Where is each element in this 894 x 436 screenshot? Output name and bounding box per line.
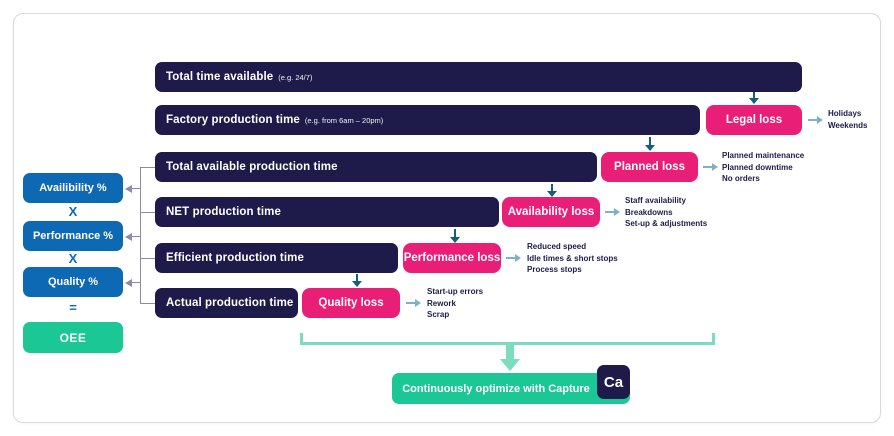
operator-multiply: X — [68, 204, 78, 219]
bracket-connector — [140, 258, 141, 303]
planned-loss-box: Planned loss — [601, 152, 698, 182]
annotation-line: Planned maintenance — [722, 151, 805, 160]
mint-down-arrow-icon — [506, 342, 514, 359]
annotation-planned-loss: Planned maintenance Planned downtime No … — [722, 150, 804, 185]
annotation-line: Weekends — [828, 120, 868, 130]
annotation-performance-loss: Reduced speed Idle times & short stops P… — [527, 241, 618, 276]
annotation-line: Process stops — [527, 265, 582, 274]
bar-note: (e.g. 24/7) — [278, 72, 313, 82]
operator-multiply: X — [68, 251, 78, 266]
down-arrow-icon — [351, 274, 363, 287]
down-arrow-icon — [644, 137, 656, 151]
annotation-line: Idle times & short stops — [527, 253, 618, 263]
left-arrow-icon — [125, 185, 132, 193]
down-arrow-icon — [546, 184, 558, 197]
bar-label: Total available production time — [166, 161, 338, 173]
bar-label: Factory production time — [166, 114, 300, 126]
bar-label: Efficient production time — [166, 252, 304, 264]
capture-cta-button[interactable]: Continuously optimize with Capture — [392, 373, 630, 404]
annotation-line: Breakdowns — [625, 207, 673, 217]
performance-loss-box: Performance loss — [403, 243, 501, 273]
left-arrow-icon — [125, 279, 132, 287]
bracket-connector — [132, 188, 140, 189]
bracket-connector — [132, 236, 140, 237]
bar-total-available-production-time: Total available production time — [155, 152, 597, 182]
bracket-connector — [140, 303, 155, 304]
availability-percent-box: Availibility % — [23, 173, 123, 203]
availability-loss-box: Availability loss — [502, 197, 600, 227]
bracket-connector — [132, 282, 140, 283]
annotation-line: Planned downtime — [722, 162, 793, 172]
oee-box: OEE — [23, 322, 123, 353]
mint-down-arrow-icon — [500, 359, 520, 371]
quality-percent-box: Quality % — [23, 267, 123, 297]
bar-label: Actual production time — [166, 297, 294, 309]
mint-bracket — [300, 333, 303, 345]
down-arrow-icon — [748, 92, 760, 104]
quality-loss-box: Quality loss — [302, 288, 400, 318]
bar-actual-production-time: Actual production time — [155, 288, 298, 318]
bracket-connector — [140, 167, 155, 168]
bar-total-time-available: Total time available (e.g. 24/7) — [155, 62, 802, 92]
performance-percent-box: Performance % — [23, 221, 123, 251]
annotation-quality-loss: Start-up errors Rework Scrap — [427, 286, 483, 321]
annotation-availability-loss: Staff availability Breakdowns Set-up & a… — [625, 195, 707, 230]
annotation-line: Staff availability — [625, 196, 686, 205]
annotation-line: Holidays — [828, 109, 862, 118]
bracket-connector — [140, 258, 155, 259]
bar-efficient-production-time: Efficient production time — [155, 243, 398, 273]
down-arrow-icon — [449, 229, 461, 243]
left-arrow-icon — [125, 233, 132, 241]
bracket-connector — [140, 212, 155, 213]
operator-equals: = — [69, 300, 77, 315]
annotation-line: No orders — [722, 174, 760, 183]
annotation-line: Scrap — [427, 310, 450, 319]
bar-factory-production-time: Factory production time (e.g. from 6am –… — [155, 105, 700, 135]
bracket-connector — [140, 212, 141, 258]
bar-label: NET production time — [166, 206, 281, 218]
annotation-line: Set-up & adjustments — [625, 219, 708, 228]
bar-net-production-time: NET production time — [155, 197, 499, 227]
annotation-legal-loss: Holidays Weekends — [828, 108, 867, 131]
bar-note: (e.g. from 6am – 20pm) — [304, 115, 384, 125]
bar-label: Total time available — [166, 71, 274, 83]
capture-logo: Ca — [597, 365, 630, 399]
annotation-line: Start-up errors — [427, 287, 484, 296]
legal-loss-box: Legal loss — [706, 105, 802, 135]
annotation-line: Reduced speed — [527, 242, 587, 251]
bracket-connector — [140, 167, 141, 212]
mint-bracket — [712, 333, 715, 345]
annotation-line: Rework — [427, 298, 456, 308]
